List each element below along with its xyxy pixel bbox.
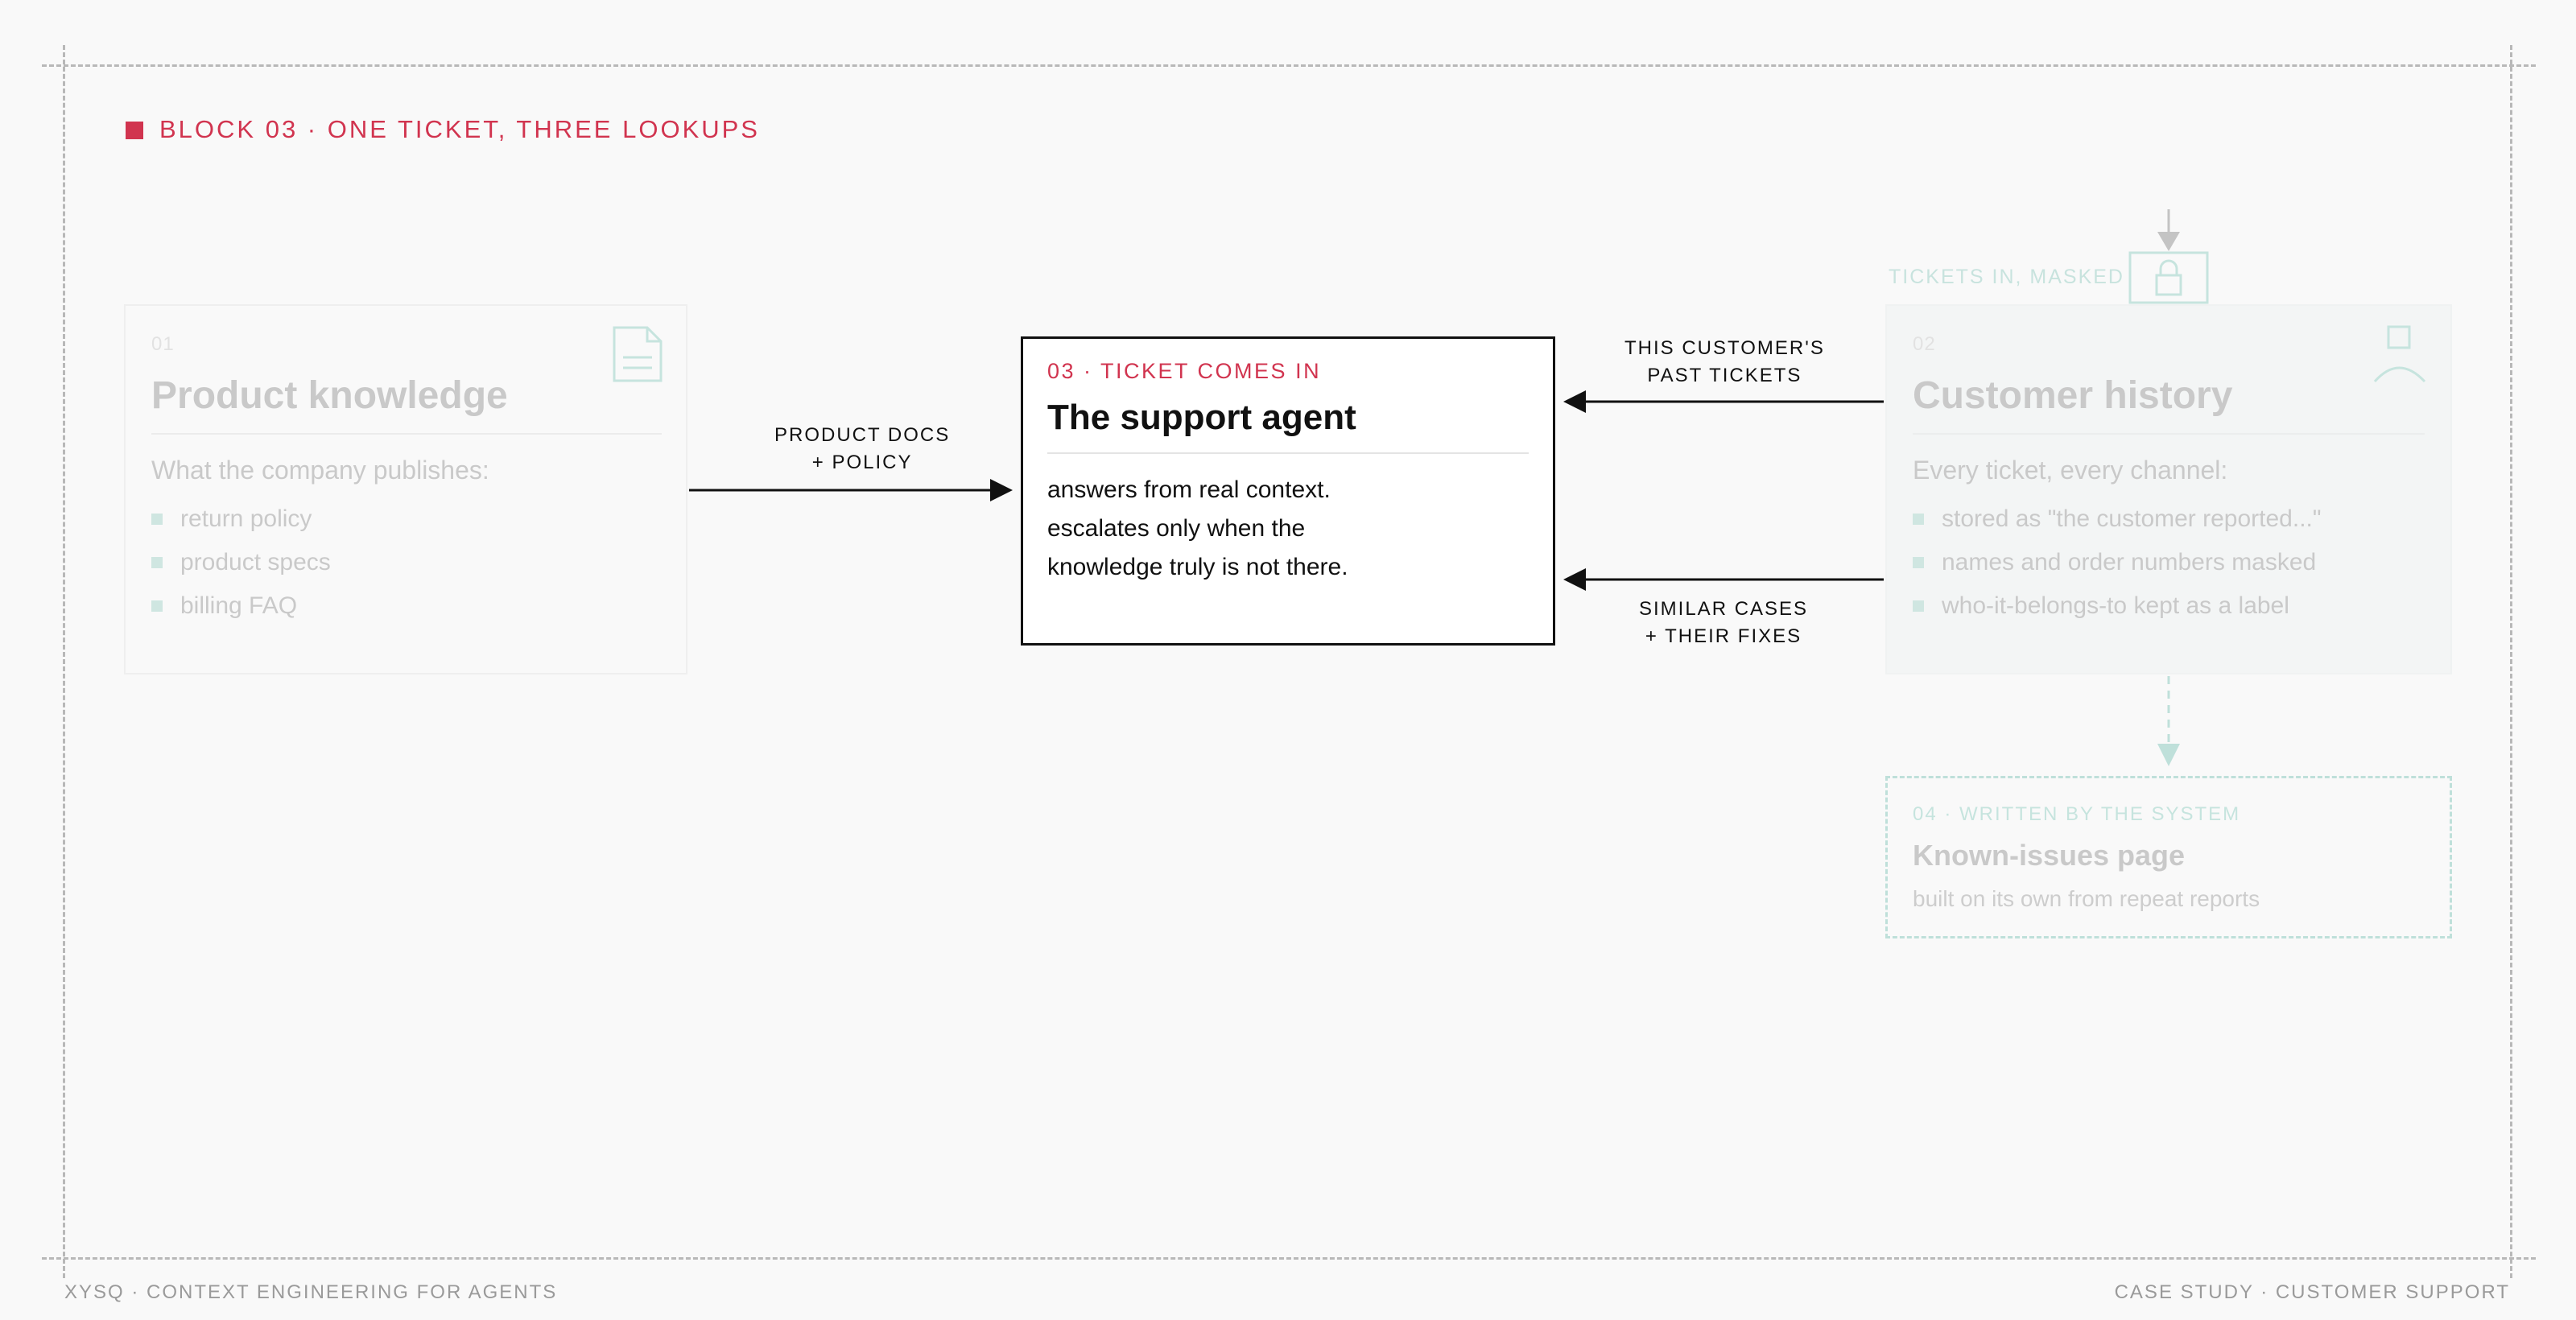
agent-text-line: escalates only when the <box>1047 515 1306 542</box>
card-intro: Every ticket, every channel: <box>1913 456 2228 485</box>
block-title: BLOCK 03 · ONE TICKET, THREE LOOKUPS <box>159 115 760 143</box>
lock-icon <box>2128 251 2209 304</box>
agent-text-line: answers from real context. <box>1047 476 1331 503</box>
arrow-label-line: + THEIR FIXES <box>1645 625 1802 647</box>
frame-top-border <box>42 64 2536 67</box>
card-divider <box>151 433 662 435</box>
arrow-label-line: PRODUCT DOCS <box>774 424 951 446</box>
arrow-label-line: + POLICY <box>811 452 913 473</box>
arrow-label-similar-cases: SIMILAR CASES + THEIR FIXES <box>1639 596 1808 650</box>
card-divider <box>1913 433 2425 435</box>
arrow-label-product: PRODUCT DOCS + POLICY <box>774 422 950 476</box>
product-knowledge-card <box>124 304 687 674</box>
card-number: 01 <box>151 333 175 355</box>
bullet-marker <box>1913 600 1924 612</box>
support-agent-card <box>1021 336 1555 646</box>
arrow-label-line: SIMILAR CASES <box>1639 598 1809 620</box>
bullet-marker <box>151 557 163 568</box>
arrow-label-line: PAST TICKETS <box>1647 365 1802 386</box>
frame-right-border <box>2510 45 2512 1278</box>
arrowhead-masked <box>2157 232 2180 251</box>
block-marker <box>126 122 143 139</box>
document-icon <box>613 326 663 382</box>
frame-bottom-border <box>42 1257 2536 1260</box>
agent-text-line: knowledge truly is not there. <box>1047 554 1348 580</box>
list-item: billing FAQ <box>180 592 298 619</box>
card-title: Product knowledge <box>151 374 508 417</box>
list-item: return policy <box>180 505 312 532</box>
frame-left-border <box>63 45 65 1278</box>
person-icon <box>2373 325 2426 383</box>
card-title: Customer history <box>1913 374 2233 417</box>
arrowhead-known-issues <box>2157 744 2180 766</box>
list-item: who-it-belongs-to kept as a label <box>1942 592 2289 619</box>
known-issues-subtitle: built on its own from repeat reports <box>1913 886 2260 911</box>
known-issues-kicker: 04 · WRITTEN BY THE SYSTEM <box>1913 803 2241 825</box>
card-intro: What the company publishes: <box>151 456 489 485</box>
bullet-marker <box>1913 557 1924 568</box>
agent-title: The support agent <box>1047 398 1356 437</box>
known-issues-card <box>1885 776 2452 938</box>
bullet-marker <box>151 600 163 612</box>
masked-input-label: TICKETS IN, MASKED <box>1889 266 2124 288</box>
agent-divider <box>1047 452 1529 454</box>
footer-right: CASE STUDY · CUSTOMER SUPPORT <box>2114 1281 2510 1303</box>
bullet-marker <box>151 514 163 525</box>
list-item: stored as "the customer reported..." <box>1942 505 2322 532</box>
list-item: names and order numbers masked <box>1942 549 2317 575</box>
arrowhead-product <box>990 479 1013 501</box>
arrow-label-past-tickets: THIS CUSTOMER'S PAST TICKETS <box>1624 335 1825 390</box>
card-number: 02 <box>1913 333 1936 355</box>
arrow-label-line: THIS CUSTOMER'S <box>1624 337 1825 359</box>
customer-history-card <box>1885 304 2452 674</box>
arrowhead-past <box>1563 390 1586 413</box>
footer-left: XYSQ · CONTEXT ENGINEERING FOR AGENTS <box>64 1281 558 1303</box>
known-issues-title: Known-issues page <box>1913 839 2186 872</box>
arrowhead-similar <box>1563 568 1586 591</box>
agent-kicker: 03 · TICKET COMES IN <box>1047 359 1322 383</box>
bullet-marker <box>1913 514 1924 525</box>
list-item: product specs <box>180 549 331 575</box>
